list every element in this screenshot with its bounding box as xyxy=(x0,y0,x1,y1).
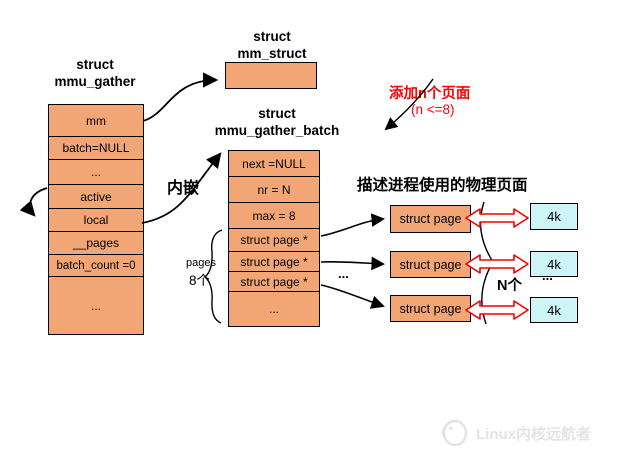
field-ellipsis-2: ... xyxy=(90,298,101,313)
field-struct-page-ptr-1: struct page * xyxy=(229,229,319,252)
arrow-ptr2-to-page2 xyxy=(320,256,386,271)
field-local: local xyxy=(49,209,143,232)
mm-struct-title-line2: mm_struct xyxy=(237,46,307,61)
watermark-text: Linux内核远航者 xyxy=(476,425,591,443)
watermark: Linux内核远航者 xyxy=(440,417,591,449)
mm-struct-title-line1: struct xyxy=(253,29,291,44)
mm-struct-title: struct mm_struct xyxy=(222,28,322,62)
struct-page-box-1: struct page xyxy=(390,205,471,233)
field-nr: nr = N xyxy=(229,177,319,203)
field-ellipsis-1: ... xyxy=(49,160,143,185)
field-next: next =NULL xyxy=(229,151,319,177)
mmu-gather-title-line1: struct xyxy=(76,57,114,72)
double-arrow-page2-frame2 xyxy=(465,254,529,274)
page-frame-4k-3: 4k xyxy=(530,297,578,323)
pages-count-label: 8个 xyxy=(189,273,211,288)
field-pages: __pages xyxy=(49,232,143,255)
pages-brace-label: pages xyxy=(186,257,216,269)
mmu-gather-batch-box: next =NULL nr = N max = 8 struct page * … xyxy=(228,150,320,327)
mm-struct-box xyxy=(225,62,317,89)
ellipsis-between-frames: ... xyxy=(542,268,553,283)
field-struct-page-ptr-2: struct page * xyxy=(229,252,319,272)
mmu-gather-batch-title-line1: struct xyxy=(258,106,296,121)
add-pages-annotation-line1: 添加n个页面 xyxy=(389,86,471,102)
field-batch: batch=NULL xyxy=(49,137,143,160)
add-pages-annotation-line2: (n <=8) xyxy=(411,102,455,117)
mmu-gather-box: mm batch=NULL ... active local __pages b… xyxy=(48,104,144,335)
mmu-gather-batch-title-line2: mmu_gather_batch xyxy=(214,123,340,138)
embed-label: 内嵌 xyxy=(167,180,200,197)
double-arrow-page1-frame1 xyxy=(465,208,529,228)
mmu-gather-title-line2: mmu_gather xyxy=(54,74,136,89)
double-arrow-page3-frame3 xyxy=(465,300,529,320)
struct-page-box-2: struct page xyxy=(390,251,471,278)
n-count-brace xyxy=(479,201,494,325)
field-mm: mm xyxy=(49,105,143,137)
field-struct-page-ptr-3: struct page * xyxy=(229,272,319,292)
n-count-label: N个 xyxy=(497,278,522,294)
ellipsis-between-arrows: ... xyxy=(338,266,349,281)
page-frame-4k-2: 4k xyxy=(530,251,578,277)
arrow-ptr1-to-page1 xyxy=(320,213,386,237)
penguin-logo-icon xyxy=(440,417,470,449)
field-batch-count: batch_count =0 xyxy=(49,255,143,277)
field-ellipsis-3: ... xyxy=(268,302,279,316)
physical-pages-description: 描述进程使用的物理页面 xyxy=(357,177,528,194)
page-frame-4k-1: 4k xyxy=(530,203,578,230)
arrow-ptr3-to-page3 xyxy=(320,284,385,309)
field-max: max = 8 xyxy=(229,203,319,229)
struct-page-box-3: struct page xyxy=(390,295,471,322)
field-active: active xyxy=(49,185,143,209)
mmu-gather-batch-title: struct mmu_gather_batch xyxy=(210,105,344,139)
mmu-gather-title: struct mmu_gather xyxy=(36,56,154,90)
arrow-active-to-local xyxy=(19,187,48,217)
